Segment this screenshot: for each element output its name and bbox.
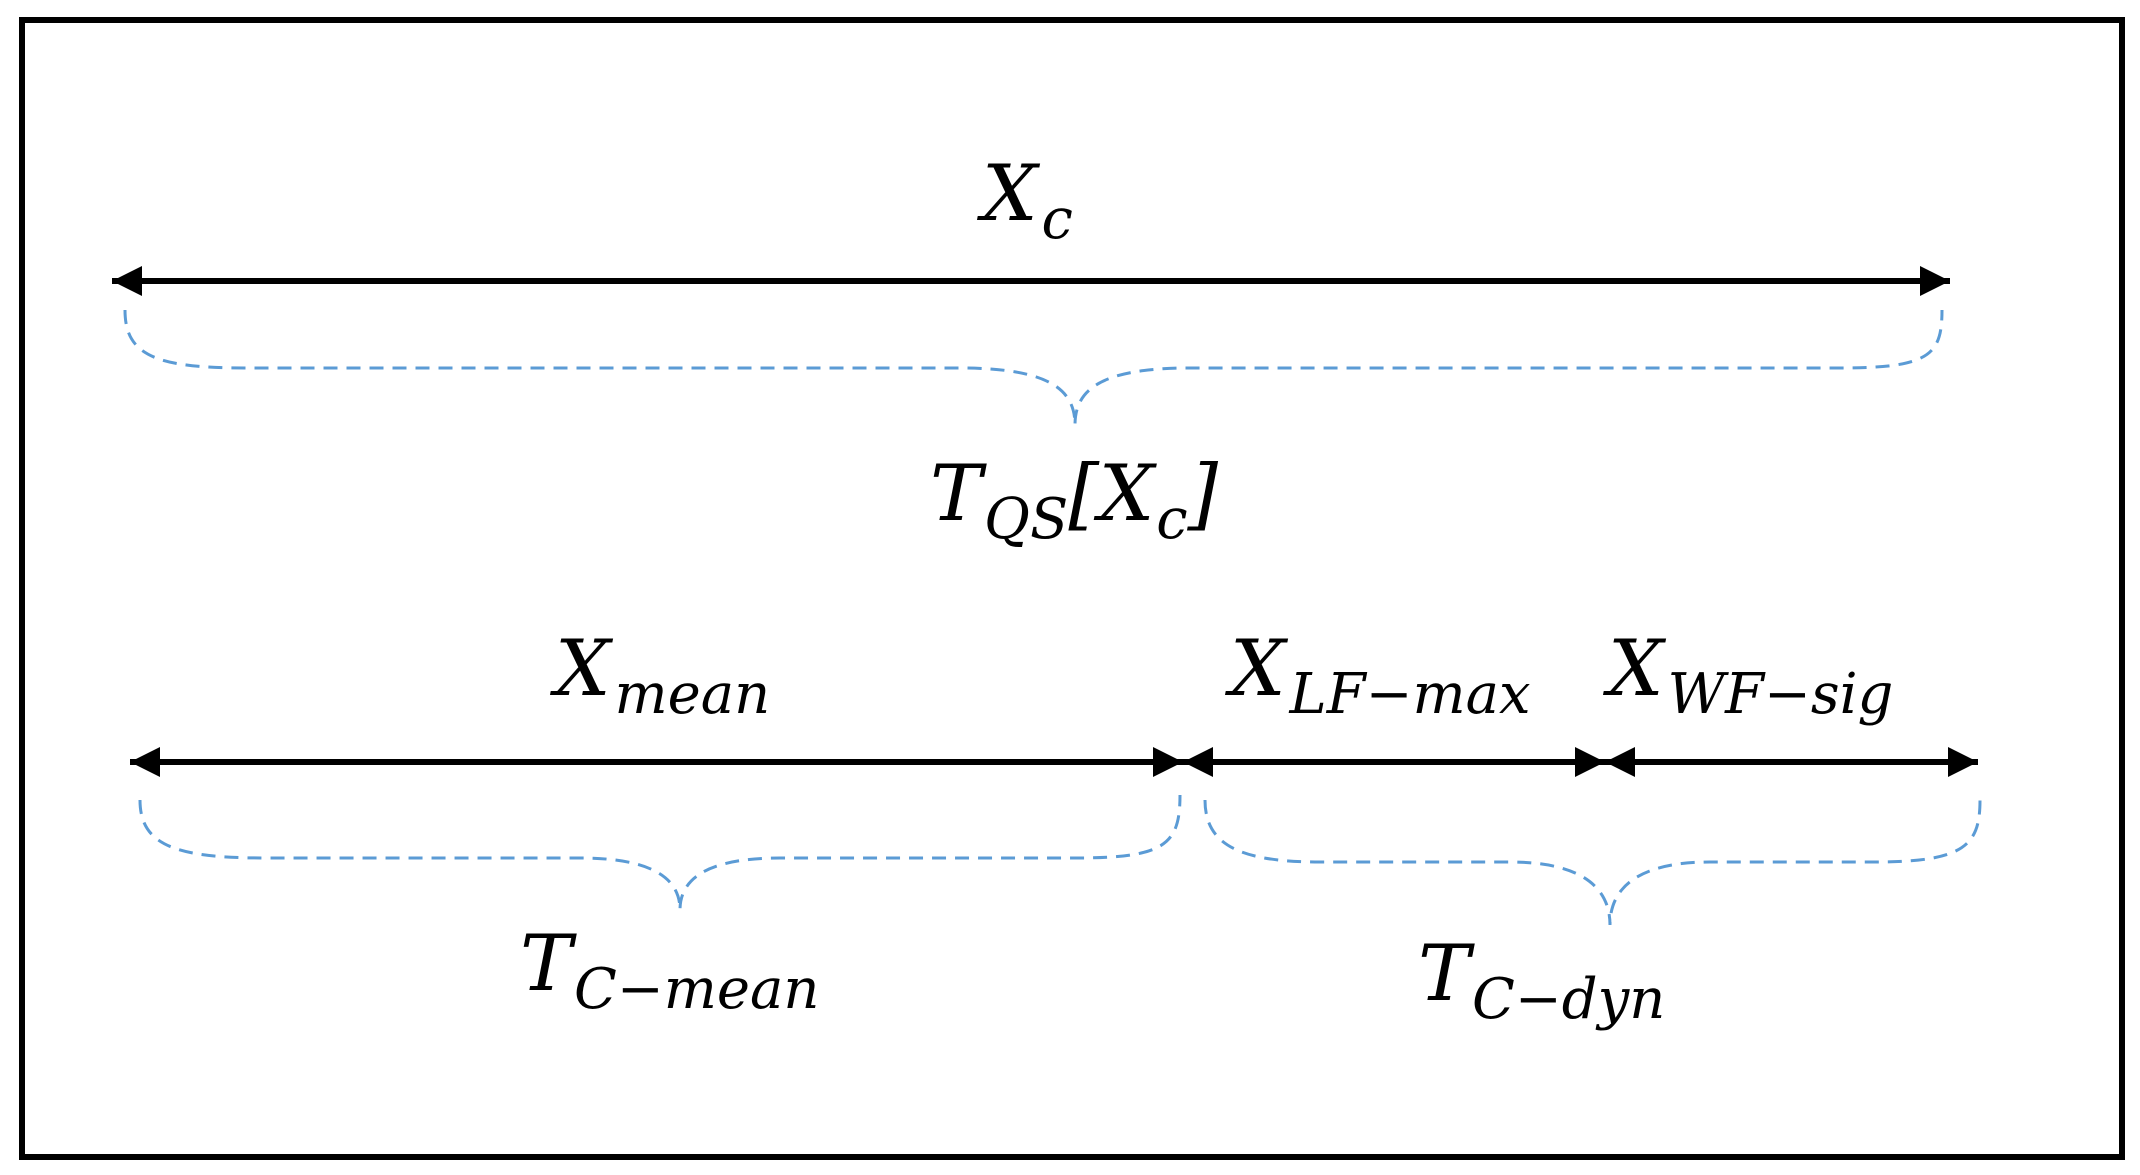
- label-tcmean-sub: C−mean: [574, 957, 819, 1022]
- label-tcmean-base: T: [520, 919, 577, 1009]
- label-tqs: TQS[Xc]: [930, 449, 1219, 552]
- label-xmean-sub: mean: [615, 662, 771, 727]
- brace-tc-mean: [138, 794, 1182, 911]
- label-xmean: Xmean: [549, 624, 770, 727]
- label-tqs-rest-sub: c: [1156, 487, 1187, 552]
- label-xlf-max: XLF−max: [1224, 624, 1531, 727]
- label-tcdyn-base: T: [1418, 929, 1475, 1019]
- label-tqs-close: ]: [1187, 449, 1219, 539]
- label-tcdyn-sub: C−dyn: [1472, 967, 1665, 1032]
- label-tc-dyn: TC−dyn: [1418, 929, 1665, 1032]
- label-xc-sub: c: [1042, 187, 1073, 252]
- label-tqs-base: T: [930, 449, 987, 539]
- label-xwf-sig: XWF−sig: [1602, 624, 1893, 727]
- label-xwf-sub: WF−sig: [1668, 662, 1894, 727]
- label-xc-base: X: [976, 149, 1041, 239]
- outer-frame: [19, 17, 2125, 1160]
- brace-tc-dyn: [1203, 799, 1982, 926]
- label-xwf-base: X: [1602, 624, 1667, 714]
- brace-tqs: [123, 309, 1944, 426]
- label-xlf-sub: LF−max: [1289, 662, 1531, 727]
- label-xlf-base: X: [1224, 624, 1289, 714]
- label-tc-mean: TC−mean: [520, 919, 820, 1022]
- label-tqs-open: [X: [1068, 449, 1157, 539]
- label-tqs-sub: QS: [984, 487, 1068, 552]
- label-xc: Xc: [976, 149, 1073, 252]
- label-xmean-base: X: [549, 624, 614, 714]
